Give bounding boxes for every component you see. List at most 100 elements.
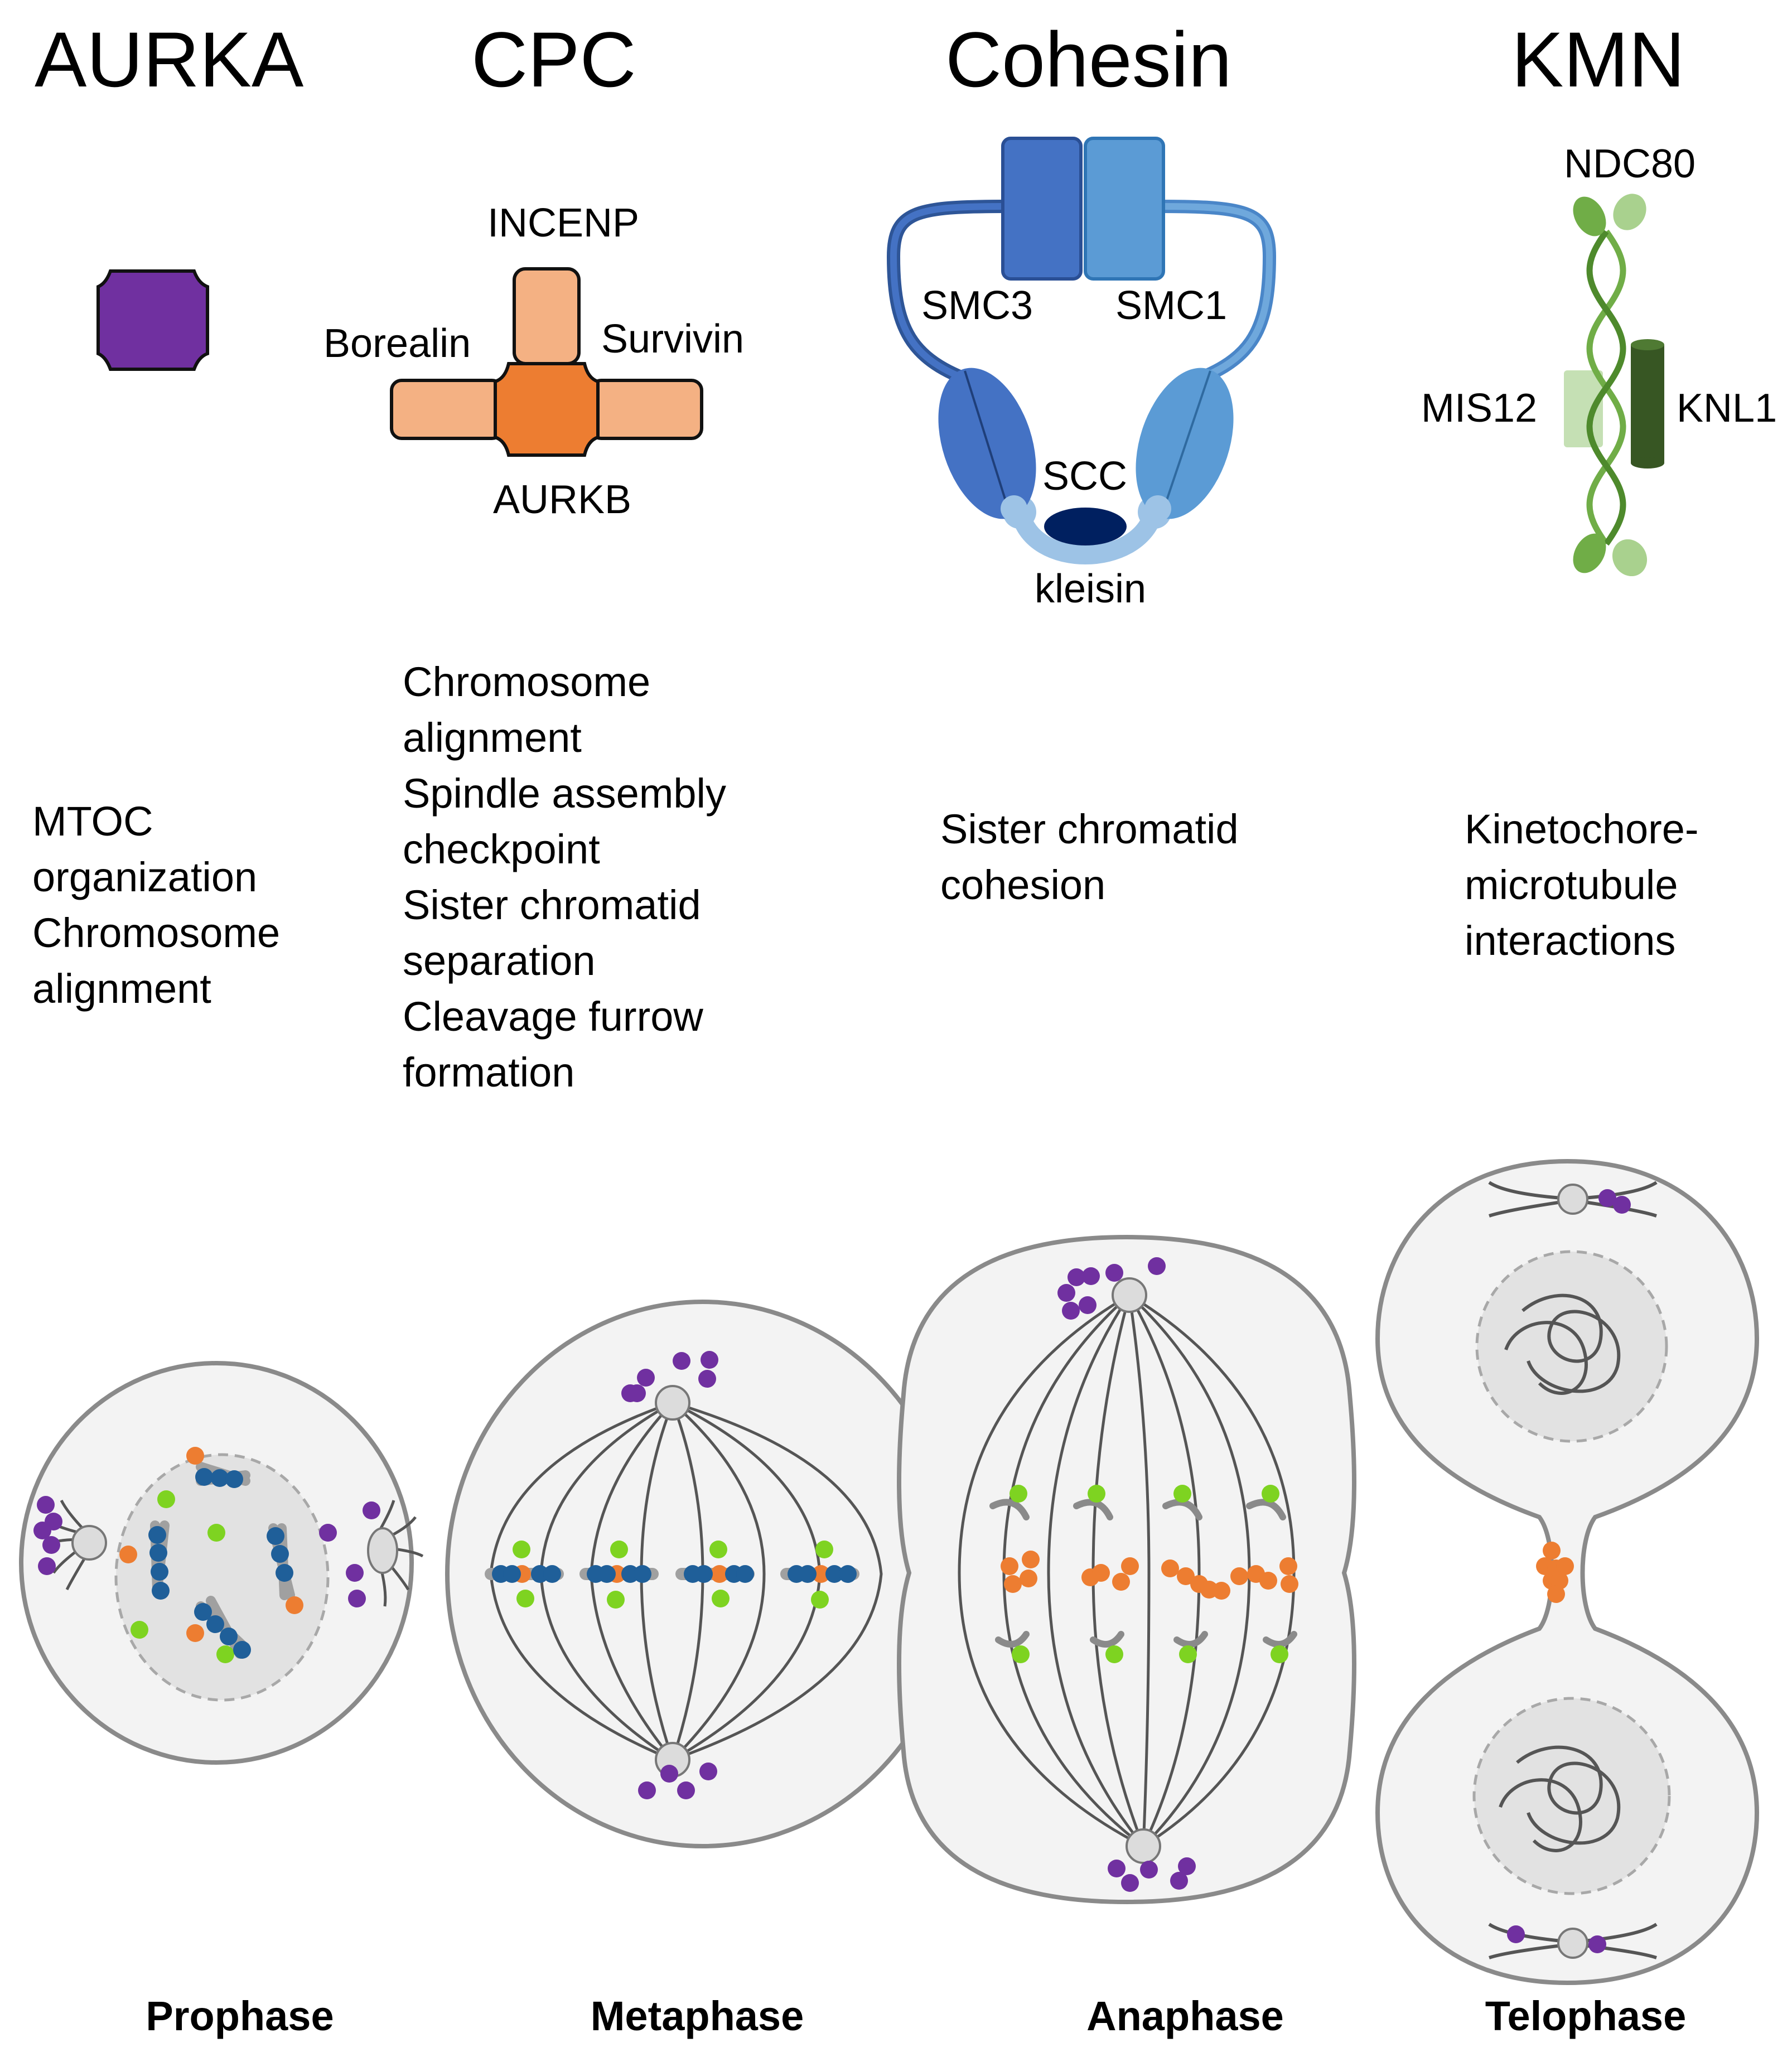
smc1-label: SMC1 <box>1115 283 1227 328</box>
cohesin-marker-dot <box>149 1544 167 1562</box>
smc1-hinge <box>1084 137 1165 281</box>
kmn-marker-dot <box>131 1621 148 1639</box>
kmn-marker-dot <box>1105 1645 1123 1663</box>
cpc-marker-dot <box>1281 1575 1298 1593</box>
aurka-marker-dot <box>1170 1872 1188 1890</box>
aurka-marker-dot <box>1178 1857 1196 1875</box>
cpc-marker-dot <box>186 1624 204 1642</box>
cohesin-marker-dot <box>598 1565 616 1583</box>
survivin-label: Survivin <box>601 317 744 361</box>
aurka-icon <box>96 269 209 371</box>
cpc-complex-icon <box>390 267 703 457</box>
cohesin-marker-dot <box>267 1527 284 1545</box>
cpc-marker-dot <box>1556 1557 1574 1575</box>
cohesin-marker-dot <box>503 1565 521 1583</box>
cpc-marker-dot <box>1279 1557 1297 1575</box>
aurka-functions: MTOC organization Chromosome alignment <box>32 798 292 1012</box>
kmn-marker-dot <box>1012 1645 1030 1663</box>
cohesin-marker-dot <box>621 1565 639 1583</box>
kmn-marker-dot <box>1179 1645 1197 1663</box>
ndc80-tail-right <box>1612 539 1648 577</box>
aurka-marker-dot <box>637 1369 655 1387</box>
aurka-marker-dot <box>1082 1267 1100 1285</box>
kmn-title: KMN <box>1511 16 1685 103</box>
cpc-marker-dot <box>1001 1557 1018 1575</box>
mis12-subunit <box>1564 370 1603 447</box>
protein-markers <box>33 1189 1631 1953</box>
kleisin-band <box>1011 504 1163 564</box>
aurka-function-line: organization <box>32 854 257 900</box>
cpc-marker-dot <box>1020 1570 1037 1587</box>
aurka-marker-dot <box>37 1496 55 1514</box>
cpc-marker-dot <box>1177 1567 1195 1585</box>
aurka-marker-dot <box>1062 1302 1080 1320</box>
cpc-marker-dot <box>1551 1572 1568 1590</box>
borealin-label: Borealin <box>323 321 471 366</box>
cpc-function-line: Sister chromatid <box>403 882 701 928</box>
kmn-marker-dot <box>157 1490 175 1508</box>
aurka-marker-dot <box>1588 1935 1606 1953</box>
cpc-marker-dot <box>1543 1542 1561 1559</box>
kmn-marker-dot <box>1271 1645 1288 1663</box>
cpc-function-line: Spindle assembly <box>403 770 726 817</box>
aurkb-subunit <box>494 362 600 457</box>
scc-subunit <box>1044 508 1127 545</box>
cpc-function-line: Chromosome <box>403 659 650 705</box>
aurka-marker-dot <box>319 1524 337 1542</box>
telophase-label: Telophase <box>1485 1993 1687 2039</box>
cpc-function-line: alignment <box>403 714 582 761</box>
kmn-marker-dot <box>811 1591 829 1609</box>
ndc80-head-right <box>1613 194 1646 230</box>
aurkb-label: AURKB <box>493 477 631 522</box>
aurka-function-line: alignment <box>32 965 211 1012</box>
cohesin-marker-dot <box>543 1565 561 1583</box>
telophase-top-nucleus <box>1475 1250 1668 1443</box>
cpc-marker-dot <box>812 1565 830 1583</box>
cohesin-marker-dot <box>799 1565 817 1583</box>
knl1-label: KNL1 <box>1677 386 1777 431</box>
cohesin-marker-dot <box>206 1615 224 1633</box>
kleisin-label: kleisin <box>1035 567 1146 611</box>
cohesin-marker-dot <box>152 1582 170 1600</box>
aurka-title: AURKA <box>35 16 304 103</box>
cpc-marker-dot <box>186 1447 204 1465</box>
scc-label: SCC <box>1042 454 1127 499</box>
cpc-function-line: checkpoint <box>403 826 600 872</box>
cpc-marker-dot <box>1112 1573 1130 1591</box>
aurka-marker-dot <box>698 1370 716 1388</box>
prophase-cell <box>19 1361 424 1765</box>
smc3-label: SMC3 <box>921 283 1033 328</box>
aurka-marker-dot <box>1068 1268 1085 1286</box>
prophase-nucleus <box>114 1453 330 1702</box>
aurka-marker-dot <box>628 1384 646 1402</box>
aurka-marker-dot <box>699 1763 717 1780</box>
cpc-title: CPC <box>471 16 636 103</box>
kmn-function-line: microtubule <box>1465 862 1678 908</box>
knl1-subunit <box>1631 345 1664 463</box>
aurka-marker-dot <box>363 1501 380 1519</box>
cohesin-functions: Sister chromatid cohesion <box>940 806 1250 908</box>
prophase-label: Prophase <box>146 1993 334 2039</box>
smc1-head <box>1136 368 1234 519</box>
aurka-marker-dot <box>1148 1257 1166 1275</box>
cpc-function-line: Cleavage furrow <box>403 993 703 1040</box>
kmn-marker-dot <box>815 1541 833 1558</box>
cpc-function-line: formation <box>403 1049 574 1095</box>
aurka-marker-dot <box>1613 1196 1631 1214</box>
cpc-marker-dot <box>286 1596 303 1614</box>
kmn-marker-dot <box>712 1590 730 1607</box>
cohesin-marker-dot <box>695 1565 713 1583</box>
aurka-marker-dot <box>346 1564 364 1582</box>
cohesin-marker-dot <box>220 1628 238 1645</box>
aurka-marker-dot <box>1121 1874 1139 1892</box>
cohesin-marker-dot <box>211 1469 229 1487</box>
ndc80-head-left <box>1573 196 1606 236</box>
aurka-marker-dot <box>1105 1264 1123 1282</box>
kmn-functions: Kinetochore- microtubule interactions <box>1465 806 1710 964</box>
aurka-marker-dot <box>1140 1861 1158 1879</box>
cpc-marker-dot <box>1259 1572 1277 1590</box>
cohesin-marker-dot <box>225 1470 243 1488</box>
kmn-complex-icon <box>1564 194 1664 577</box>
cpc-functions: Chromosome alignment Spindle assembly ch… <box>403 659 738 1095</box>
cohesin-marker-dot <box>839 1565 857 1583</box>
